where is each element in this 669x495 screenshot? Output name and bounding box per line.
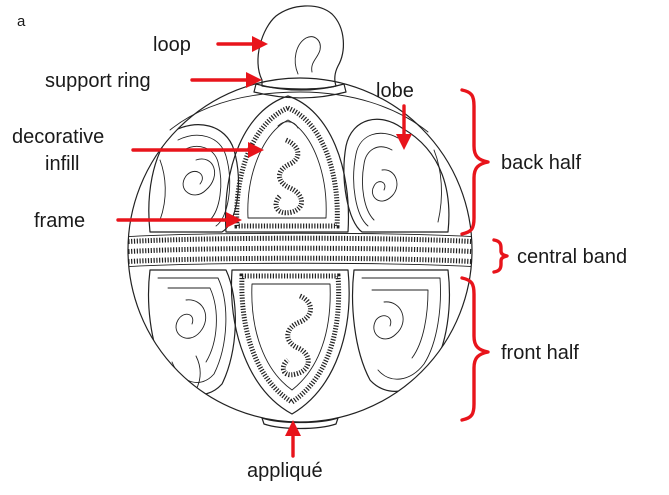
label-frame: frame (34, 210, 85, 232)
label-lobe: lobe (376, 80, 414, 102)
label-back-half: back half (501, 152, 581, 174)
front-half-brace (462, 278, 488, 420)
label-applique: appliqué (247, 460, 323, 482)
loop-arrow (252, 36, 268, 52)
lobe-arrow (396, 134, 412, 150)
back-half-brace (462, 90, 488, 234)
loop-opening (295, 37, 320, 74)
label-decorative-infill-1: decorative (12, 126, 104, 148)
front-right-lobe (353, 270, 450, 391)
support-ring-drawing (254, 84, 346, 98)
back-infill-rope (276, 140, 302, 213)
central-band-brace (494, 240, 507, 272)
label-loop: loop (153, 34, 191, 56)
infill-arrow (248, 142, 264, 158)
label-central-band: central band (517, 246, 627, 268)
central-band-drawing (120, 233, 480, 267)
front-infill-rope (283, 296, 310, 375)
label-decorative-infill-2: infill (45, 153, 79, 175)
annotations (118, 36, 507, 456)
front-half-ornament (149, 270, 450, 414)
back-right-lobe (344, 119, 449, 232)
label-front-half: front half (501, 342, 579, 364)
pendant-drawing (120, 6, 480, 429)
panel-letter: a (17, 13, 26, 30)
label-support-ring: support ring (45, 70, 151, 92)
loop-drawing (258, 6, 343, 89)
